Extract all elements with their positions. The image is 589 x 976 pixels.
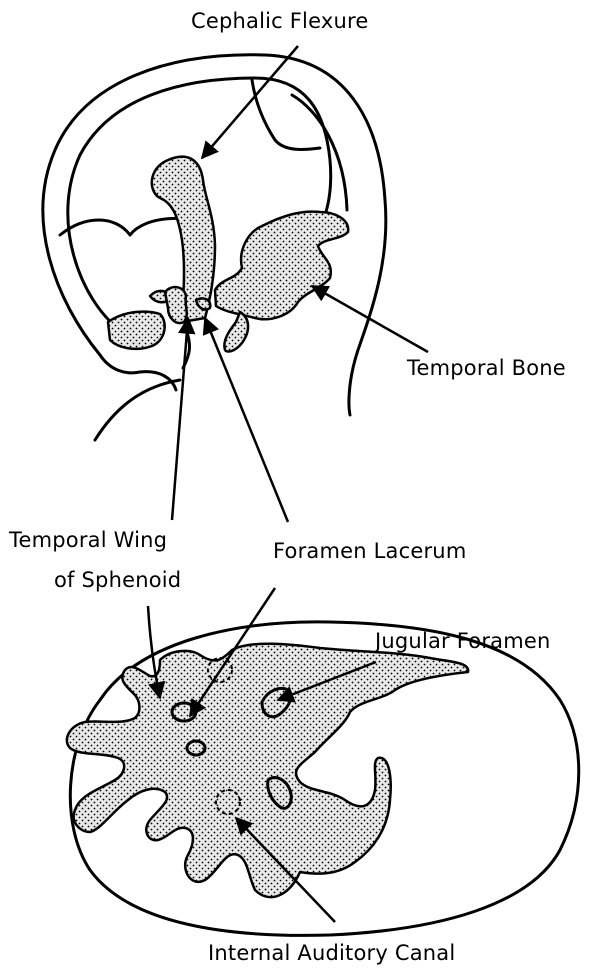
brain-upper-fold [252,80,320,150]
skull-inner-line [292,95,347,210]
label-internal-auditory-canal: Internal Auditory Canal [208,940,455,966]
label-temporal-bone: Temporal Bone [407,355,566,381]
arrow-foramen-lacerum-top [205,318,288,522]
temporal-process-shape [224,312,248,352]
label-temporal-wing-line1: Temporal Wing [9,527,167,553]
label-cephalic-flexure: Cephalic Flexure [191,8,368,34]
sphenoid-piece-1 [108,312,165,349]
label-jugular-foramen: Jugular Foramen [375,628,551,654]
label-foramen-lacerum: Foramen Lacerum [273,538,466,564]
arrow-temporal-bone [312,286,428,352]
cranial-floor-shape [67,644,468,897]
arrow-cephalic-flexure [202,46,298,158]
sphenoid-piece-3 [165,287,187,323]
label-temporal-wing-line2: of Sphenoid [54,567,181,593]
neck-line [95,380,180,440]
arrow-temporal-wing-top [172,318,188,520]
temporal-bone-shape [215,212,348,320]
head-sagittal-view [43,46,428,522]
